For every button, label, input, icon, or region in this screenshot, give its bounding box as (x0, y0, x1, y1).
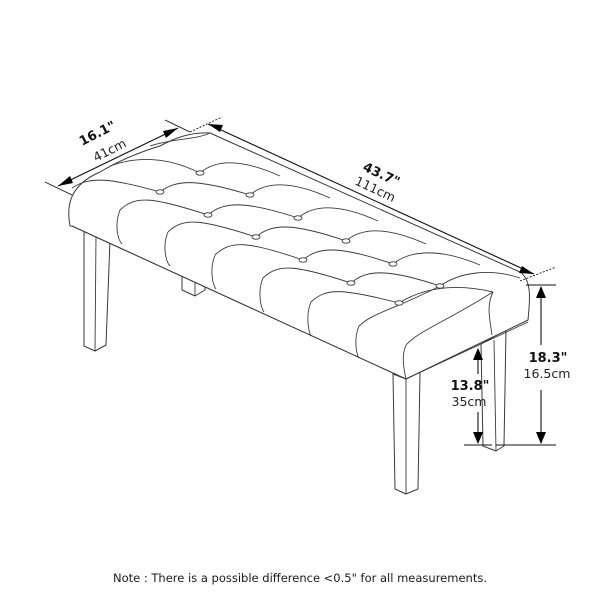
leg-clearance-metric-label: 35cm (452, 394, 487, 409)
dimension-leg-clearance: 13.8" 35cm (451, 348, 492, 446)
dimension-seat-height: 18.3" 16.5cm (496, 284, 571, 446)
leg-clearance-imperial-label: 13.8" (451, 379, 490, 394)
seat-height-imperial-label: 18.3" (529, 351, 568, 366)
leg-front-right (392, 371, 421, 495)
bench-seat (68, 132, 531, 380)
seat-height-metric-label: 16.5cm (524, 366, 571, 381)
tufting-buttons (155, 170, 445, 306)
measurement-note: Note : There is a possible difference <0… (113, 571, 487, 585)
leg-front-left (83, 229, 111, 352)
